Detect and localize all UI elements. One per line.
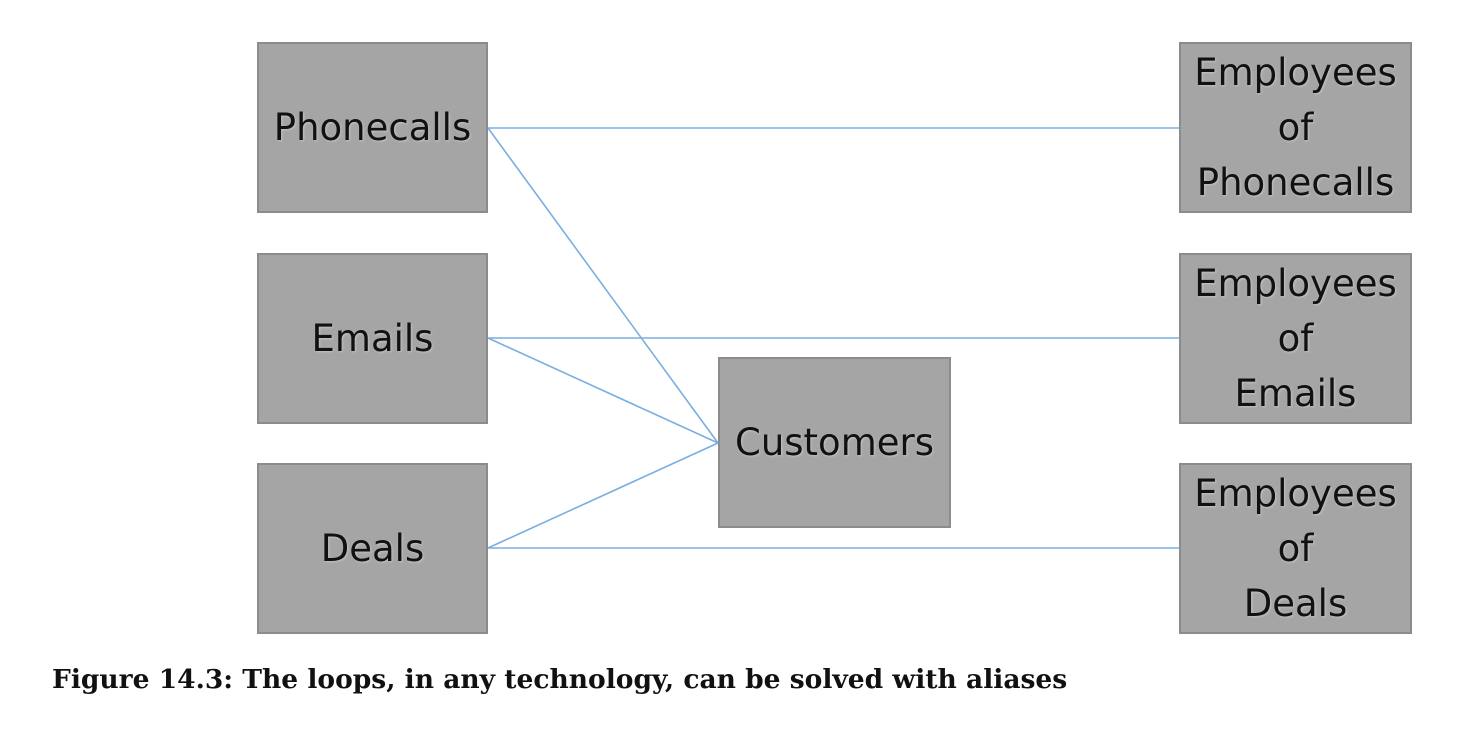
node-label-line: Phonecalls bbox=[1196, 161, 1395, 204]
edge-emails-customers bbox=[487, 337, 719, 444]
node-label-line: Phonecalls bbox=[273, 106, 472, 149]
node-label-line: Employees bbox=[1194, 51, 1397, 94]
connectors-layer bbox=[487, 127, 1179, 549]
table-node-emails: Emails bbox=[257, 253, 488, 424]
node-label-line: Emails bbox=[1234, 372, 1357, 415]
edge-phonecalls-customers bbox=[487, 127, 719, 444]
table-node-customers: Customers bbox=[718, 357, 951, 528]
node-label-line: Deals bbox=[320, 527, 425, 570]
edge-deals-customers bbox=[487, 442, 719, 549]
table-node-employees-of-phonecalls: Employees of Phonecalls bbox=[1179, 42, 1412, 213]
node-label-line: of bbox=[1277, 317, 1314, 360]
node-label-line: Customers bbox=[734, 421, 934, 464]
table-node-deals: Deals bbox=[257, 463, 488, 634]
figure-caption: Figure 14.3: The loops, in any technolog… bbox=[52, 664, 1068, 695]
node-label-line: of bbox=[1277, 527, 1314, 570]
node-label-line: Employees bbox=[1194, 262, 1397, 305]
table-node-employees-of-deals: Employees of Deals bbox=[1179, 463, 1412, 634]
table-node-employees-of-emails: Employees of Emails bbox=[1179, 253, 1412, 424]
node-label-line: of bbox=[1277, 106, 1314, 149]
table-node-phonecalls: Phonecalls bbox=[257, 42, 488, 213]
node-label-line: Emails bbox=[311, 317, 434, 360]
node-label-line: Employees bbox=[1194, 472, 1397, 515]
relationship-diagram: Phonecalls Emails Deals Customers Employ… bbox=[257, 42, 1412, 634]
node-label-line: Deals bbox=[1243, 582, 1348, 625]
